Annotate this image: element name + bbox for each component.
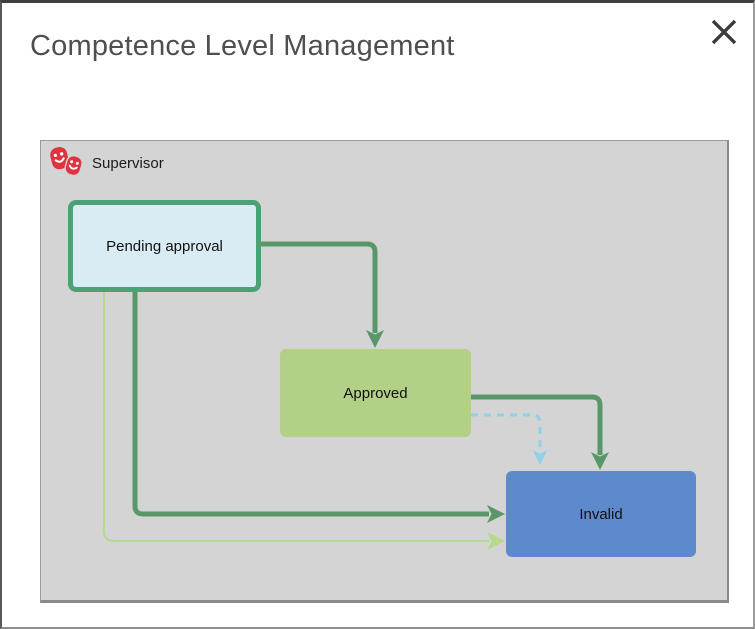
roles-masks-icon [50,146,83,177]
state-node-approved[interactable]: Approved [280,349,471,437]
close-icon [711,19,737,45]
lane-header: Supervisor [48,145,164,178]
state-node-invalid[interactable]: Invalid [506,471,696,557]
edge-pending-to-invalid-thin [103,292,505,550]
state-label: Approved [343,384,408,402]
supervisor-lane: Supervisor Pending approval Approved Inv… [40,140,729,603]
edge-pending-to-approved [261,241,384,348]
dialog-title: Competence Level Management [30,30,455,62]
close-button[interactable] [707,15,741,49]
state-node-pending-approval[interactable]: Pending approval [68,200,261,292]
lane-label: Supervisor [92,155,164,172]
state-label: Pending approval [106,237,223,255]
state-label: Invalid [579,505,623,523]
transitions-layer [103,241,609,550]
edge-approved-to-invalid [471,394,609,470]
edge-pending-to-invalid [132,292,505,523]
edge-approved-to-invalid-dashed [471,413,548,465]
